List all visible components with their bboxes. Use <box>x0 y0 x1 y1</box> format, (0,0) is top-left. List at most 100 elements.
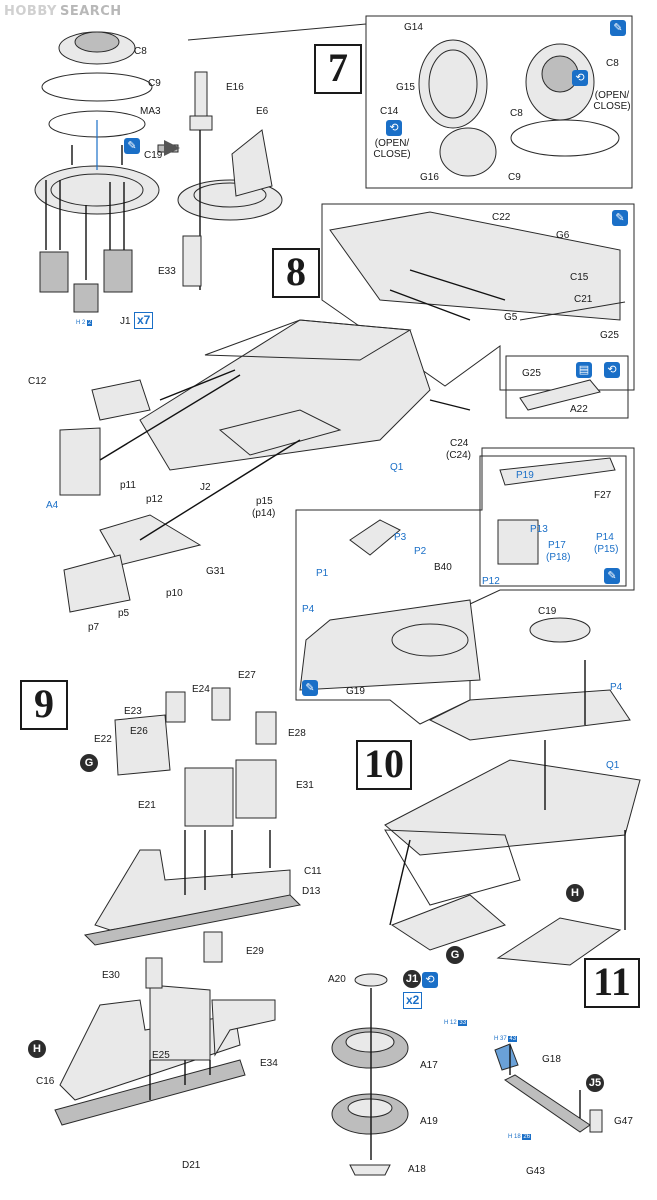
label-e33: E33 <box>158 266 176 277</box>
step-number-8: 8 <box>272 248 320 298</box>
label-g25-a: G25 <box>600 330 619 341</box>
bracket-e23 <box>165 691 186 723</box>
step10-inset-box <box>479 455 627 587</box>
side-h <box>496 917 622 966</box>
sprue-tag-text: H 12 <box>444 1020 457 1026</box>
floor-p4-detail <box>299 599 481 691</box>
part-e33 <box>182 235 202 287</box>
marker-h-circle: H <box>566 884 584 902</box>
label-d21: D21 <box>182 1160 201 1171</box>
open-close-icon: ⟲ <box>572 70 588 86</box>
label-e28: E28 <box>288 728 306 739</box>
marker-g-circle: G <box>80 754 98 772</box>
label-p7: p7 <box>88 622 100 633</box>
step7-detail-box <box>365 15 633 189</box>
label-p4-detail: P4 <box>302 604 315 615</box>
bracket-e24 <box>211 687 231 721</box>
glue-icon: ✎ <box>302 680 318 696</box>
part-a4 <box>59 427 101 496</box>
label-e31: E31 <box>296 780 314 791</box>
step-number-9: 9 <box>20 680 68 730</box>
label-p14: (p14) <box>252 508 276 519</box>
label-c15: C15 <box>570 272 589 283</box>
side-g <box>390 894 506 951</box>
ring-c9 <box>41 72 153 102</box>
open-close-line2: CLOSE) <box>373 149 411 160</box>
label-g15: G15 <box>396 82 415 93</box>
label-g25-b: G25 <box>522 368 541 379</box>
sprue-tag-number: 26 <box>522 1134 532 1140</box>
periscope-e16 <box>194 71 208 121</box>
label-c8: C8 <box>134 46 147 57</box>
label-p4-main: P4 <box>610 682 623 693</box>
label-p10: p10 <box>166 588 183 599</box>
hatch-door <box>231 129 273 197</box>
label-ma3: MA3 <box>140 106 161 117</box>
label-p3: P3 <box>394 532 407 543</box>
label-e23: E23 <box>124 706 142 717</box>
bracket-e28 <box>255 711 277 745</box>
floor-p4-main <box>428 689 631 741</box>
scale-icon: ▤ <box>576 362 592 378</box>
label-e27: E27 <box>238 670 256 681</box>
sprue-tag-h37: H 37 43 <box>494 1036 518 1042</box>
label-p15: p15 <box>256 496 273 507</box>
label-p2: P2 <box>414 546 427 557</box>
beam-g43 <box>504 1074 591 1133</box>
ring-c19 <box>34 165 160 215</box>
sprue-tag-h12: H 12 33 <box>444 1020 468 1026</box>
label-p12: P12 <box>482 576 500 587</box>
label-g47: G47 <box>614 1116 633 1127</box>
glue-icon: ✎ <box>604 568 620 584</box>
open-close-icon: ⟲ <box>422 972 438 988</box>
box-e34 <box>211 999 276 1057</box>
label-g6: G6 <box>556 230 570 241</box>
label-q1-step8: Q1 <box>390 462 404 473</box>
label-e25: E25 <box>152 1050 170 1061</box>
radio-e31 <box>235 759 277 819</box>
label-e26: E26 <box>130 726 148 737</box>
sprue-tag-text: H 37 <box>494 1036 507 1042</box>
label-c19: C19 <box>144 150 163 161</box>
ring-detail-c9 <box>510 119 620 157</box>
label-g16: G16 <box>420 172 439 183</box>
label-g19: G19 <box>346 686 365 697</box>
label-p17: P17 <box>548 540 566 551</box>
sprue-tag-number: 33 <box>458 1020 468 1026</box>
part-c12 <box>91 379 151 421</box>
rail-d13 <box>83 894 302 946</box>
label-a17: A17 <box>420 1060 438 1071</box>
sprue-tag-text: H 2 <box>76 320 86 326</box>
glue-icon: ✎ <box>610 20 626 36</box>
label-c8-detail-b: C8 <box>606 58 619 69</box>
label-p19: P19 <box>516 470 534 481</box>
label-a4: A4 <box>46 500 59 511</box>
label-a20: A20 <box>328 974 346 985</box>
watermark-suffix: SEARCH <box>59 4 122 19</box>
sprue-tag-text: H 18 <box>508 1134 521 1140</box>
armour-block-mid <box>73 283 99 313</box>
part-g25-a22 <box>519 379 601 411</box>
box-e22 <box>114 714 171 776</box>
bracket-e29 <box>203 931 223 963</box>
label-c24-paren: (C24) <box>446 450 472 461</box>
mount-a18 <box>349 1164 391 1176</box>
part-g18 <box>494 1043 519 1071</box>
hull-detail-step8 <box>329 211 621 321</box>
label-c16: C16 <box>36 1076 55 1087</box>
step10-detail-box <box>295 447 635 725</box>
label-p5: p5 <box>118 608 130 619</box>
label-p15: (P15) <box>594 544 619 555</box>
label-p18: (P18) <box>546 552 571 563</box>
open-close-icon: ⟲ <box>604 362 620 378</box>
part-p7 <box>63 554 131 613</box>
label-c24: C24 <box>450 438 469 449</box>
step8-inset-box <box>505 355 629 419</box>
label-a18: A18 <box>408 1164 426 1175</box>
label-e6: E6 <box>256 106 269 117</box>
glue-icon: ✎ <box>612 210 628 226</box>
label-e29: E29 <box>246 946 264 957</box>
label-c14: C14 <box>380 106 399 117</box>
